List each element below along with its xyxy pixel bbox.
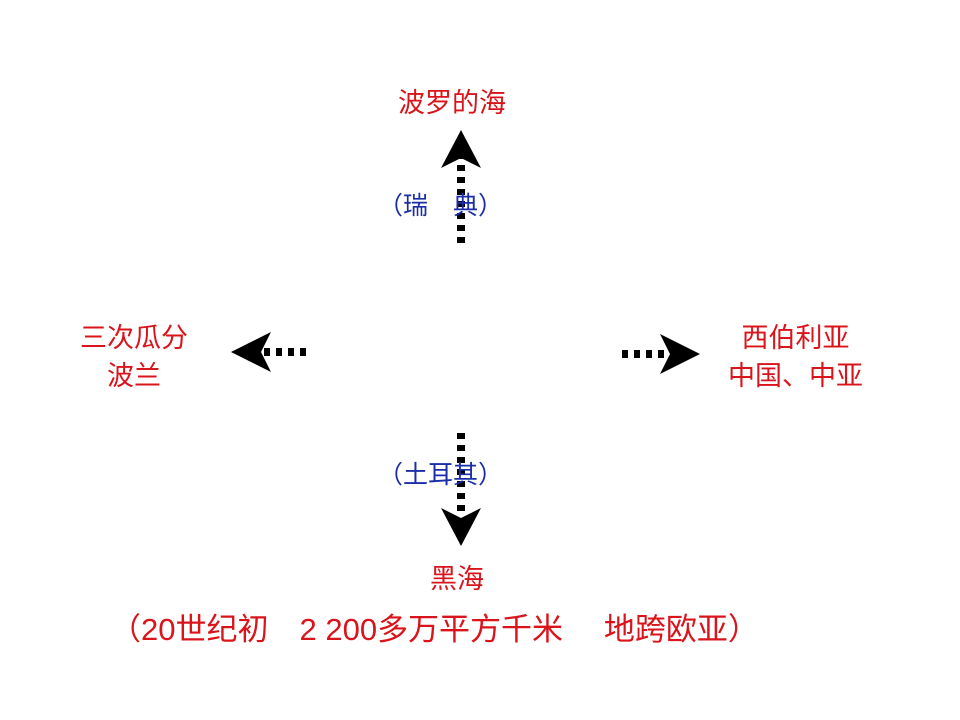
arrow-north bbox=[441, 130, 481, 243]
summary-open-paren: （ bbox=[110, 612, 141, 648]
west-destination-label: 三次瓜分 波兰 bbox=[80, 320, 188, 396]
east-line-2: 中国、中亚 bbox=[728, 361, 863, 392]
east-destination-label: 西伯利亚 中国、中亚 bbox=[728, 320, 863, 396]
arrow-west bbox=[231, 332, 306, 372]
north-destination-label: 波罗的海 bbox=[398, 88, 506, 119]
north-opponent-note: （瑞 典） bbox=[378, 191, 504, 220]
summary-area-text: 多万平方千米 地跨欧亚 bbox=[377, 612, 728, 648]
arrow-east bbox=[622, 334, 700, 374]
east-line-1: 西伯利亚 bbox=[741, 323, 850, 354]
south-opponent-note: （土耳其） bbox=[378, 460, 504, 489]
south-destination-label: 黑海 bbox=[430, 564, 484, 595]
summary-year: 20 bbox=[141, 612, 176, 647]
west-line-2: 波兰 bbox=[107, 361, 161, 392]
west-line-1: 三次瓜分 bbox=[80, 323, 188, 354]
summary-close-paren: ） bbox=[727, 612, 759, 648]
summary-caption: （20世纪初 2 200多万平方千米 地跨欧亚） bbox=[110, 614, 759, 646]
summary-era: 世纪初 bbox=[175, 612, 300, 648]
arrow-south bbox=[441, 433, 481, 546]
summary-area-number: 2 200 bbox=[299, 612, 378, 647]
